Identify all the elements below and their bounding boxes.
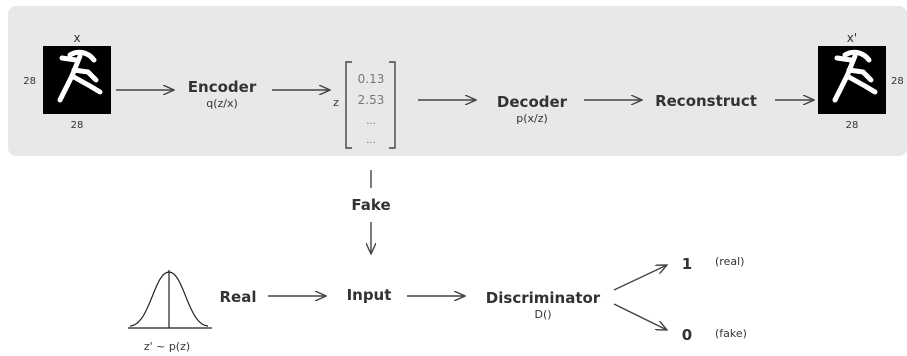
output-real-value: 1 <box>682 255 692 273</box>
fake-label: Fake <box>351 196 390 214</box>
output-height-label: 28 <box>891 76 904 87</box>
latent-symbol: z <box>333 96 339 109</box>
output-real-label: (real) <box>715 255 744 268</box>
output-symbol: x' <box>847 31 857 45</box>
gaussian-prior-icon <box>128 270 212 329</box>
output-width-label: 28 <box>846 120 859 131</box>
autoencoder-panel <box>8 6 907 156</box>
real-label: Real <box>220 288 257 306</box>
prior-label: z' ~ p(z) <box>144 340 190 353</box>
output-fake-label: (fake) <box>715 327 747 340</box>
arrow-to-fake-output <box>613 303 667 330</box>
arrow-to-real-output <box>613 265 667 291</box>
decoder-sub: p(x/z) <box>516 112 548 125</box>
input-symbol: x <box>73 31 80 45</box>
latent-value-1: 0.13 <box>358 72 385 86</box>
output-fake-value: 0 <box>682 326 692 344</box>
discriminator-sub: D() <box>534 308 551 321</box>
input-height-label: 28 <box>23 76 36 87</box>
reconstruct-label: Reconstruct <box>655 92 757 110</box>
latent-value-2: 2.53 <box>358 93 385 107</box>
input-width-label: 28 <box>71 120 84 131</box>
latent-value-3: ... <box>366 116 376 127</box>
latent-vector: z 0.13 2.53 ... ... <box>333 61 396 149</box>
encoder-sub: q(z/x) <box>206 97 238 110</box>
decoder-label: Decoder <box>497 93 568 111</box>
discriminator-label: Discriminator <box>486 289 601 307</box>
input-image: x 28 28 <box>23 31 111 131</box>
encoder-label: Encoder <box>188 78 257 96</box>
latent-value-4: ... <box>366 135 376 146</box>
input-label: Input <box>347 286 392 304</box>
output-image: x' 28 28 <box>818 31 904 131</box>
